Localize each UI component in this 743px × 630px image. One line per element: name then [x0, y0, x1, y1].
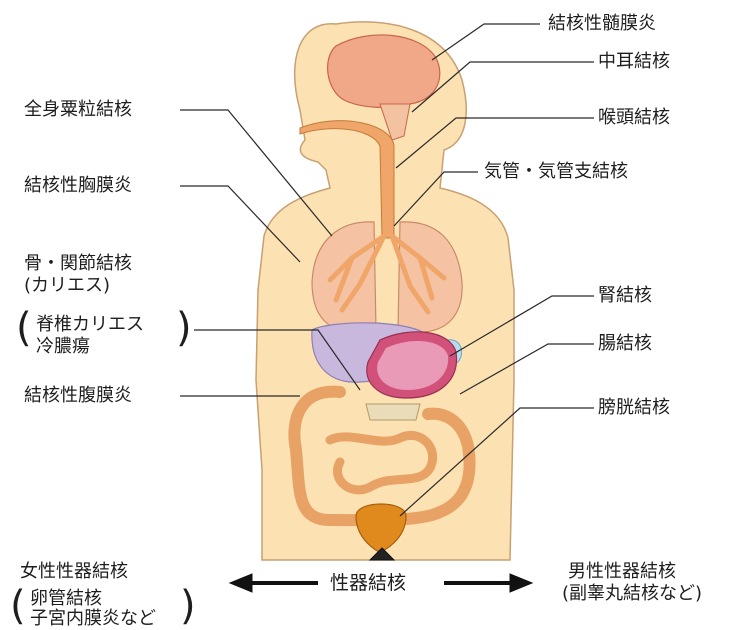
label-intestinal-tb: 腸結核 — [598, 333, 652, 355]
label-epididymal-tb: (副睾丸結核など) — [562, 583, 702, 605]
label-laryngeal-tb: 喉頭結核 — [598, 107, 670, 129]
label-tracheal-tb: 気管・気管支結核 — [484, 161, 628, 183]
label-tb-peritonitis: 結核性腹膜炎 — [24, 385, 132, 407]
label-genital-tb: 性器結核 — [330, 572, 406, 594]
label-female-genital-tb: 女性性器結核 — [20, 561, 128, 583]
label-spinal-caries: 脊椎カリエス — [36, 314, 144, 336]
label-endometrial-tb: 子宮内膜炎など — [30, 608, 156, 630]
label-tb-pleurisy: 結核性胸膜炎 — [24, 175, 132, 197]
label-bladder-tb: 膀胱結核 — [598, 397, 670, 419]
close-paren-female: ) — [180, 584, 196, 628]
label-caries: (カリエス) — [24, 275, 110, 297]
pancreas — [366, 404, 420, 420]
open-paren-female: ( — [10, 584, 26, 628]
label-tb-meningitis: 結核性髄膜炎 — [548, 13, 656, 35]
label-tubal-tb: 卵管結核 — [30, 588, 102, 610]
label-middle-ear-tb: 中耳結核 — [598, 51, 670, 73]
brain — [328, 35, 440, 108]
label-miliary-tb: 全身粟粒結核 — [24, 99, 132, 121]
label-cold-abscess: 冷膿瘍 — [36, 336, 90, 358]
open-paren-spinal: ( — [16, 306, 32, 350]
label-male-genital-tb: 男性性器結核 — [568, 561, 676, 583]
close-paren-spinal: ) — [176, 306, 192, 350]
label-bone-joint-tb: 骨・関節結核 — [24, 253, 132, 275]
label-kidney-tb: 腎結核 — [598, 285, 652, 307]
